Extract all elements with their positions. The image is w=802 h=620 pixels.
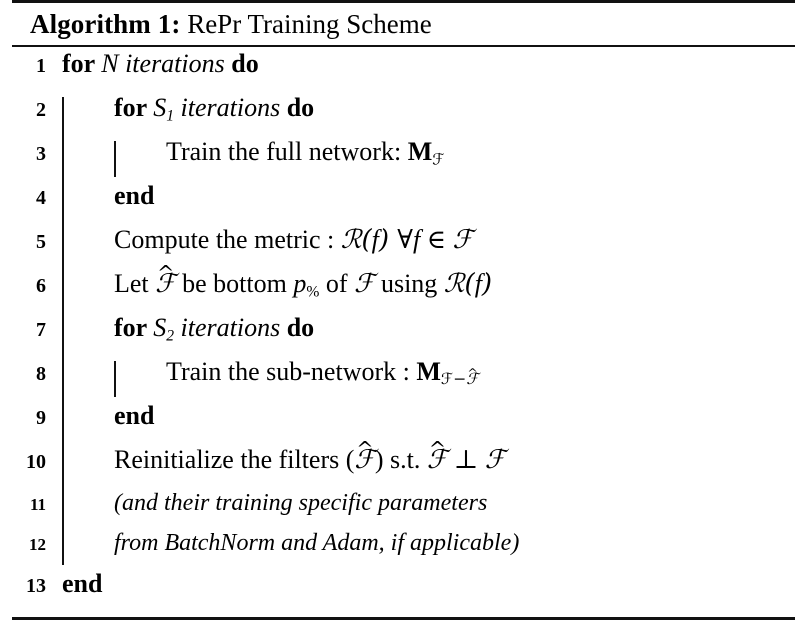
algorithm-line: 5 Compute the metric : ℛ(f) ∀f ∈ ℱ: [12, 227, 796, 271]
algorithm-line: 4 end: [12, 183, 796, 227]
algorithm-line: 12 from BatchNorm and Adam, if applicable…: [12, 531, 796, 571]
algorithm-line: 11 (and their training specific parameter…: [12, 491, 796, 531]
line-number: 2: [36, 99, 46, 121]
top-rule: [12, 0, 795, 3]
line-content: for S2 iterations do: [114, 313, 315, 345]
caption-rule: [12, 45, 795, 47]
line-number: 9: [36, 407, 46, 429]
line-content: end: [114, 401, 155, 430]
algorithm-line: 9 end: [12, 403, 796, 447]
algorithm-line: 8 Train the sub-network : Mℱ−ℱ^: [12, 359, 796, 403]
line-number: 13: [26, 575, 46, 597]
line-content: (and their training specific parameters: [114, 490, 488, 516]
line-content: from BatchNorm and Adam, if applicable): [114, 530, 520, 556]
line-number: 6: [36, 275, 46, 297]
algorithm-line: 2 for S1 iterations do: [12, 95, 796, 139]
algorithm-caption: Algorithm 1: RePr Training Scheme: [12, 3, 796, 45]
caption-label: Algorithm 1:: [30, 8, 181, 39]
caption-title: RePr Training Scheme: [180, 8, 432, 39]
line-content: end: [62, 569, 103, 598]
line-number: 3: [36, 143, 46, 165]
line-content: for N iterations do: [62, 49, 259, 78]
indent-guide-inner-2: [114, 361, 116, 397]
hatted-symbol: ℱ^: [466, 365, 479, 389]
algorithm-line: 6 Let ℱ^ be bottom p% of ℱ using ℛ(f): [12, 260, 796, 315]
line-content: Train the full network: Mℱ: [166, 137, 445, 169]
line-number: 7: [36, 319, 46, 341]
line-content: Train the sub-network : Mℱ−ℱ^: [166, 357, 479, 389]
line-number: 12: [29, 535, 46, 554]
indent-guide-outer: [62, 97, 64, 565]
algorithm-line: 13 end: [12, 571, 796, 615]
line-number: 11: [29, 495, 46, 514]
line-number: 8: [36, 363, 46, 385]
line-number: 1: [36, 55, 46, 77]
algorithm-line: 7 for S2 iterations do: [12, 315, 796, 359]
hatted-symbol: ℱ^: [354, 436, 375, 475]
line-number: 4: [36, 187, 46, 209]
line-number: 10: [26, 451, 46, 473]
hatted-symbol: ℱ^: [426, 436, 448, 475]
algorithm-line: 10 Reinitialize the filters (ℱ^) s.t. ℱ^ …: [12, 436, 796, 491]
algorithm-lines: 1 for N iterations do 2 for S1 iterations d…: [12, 47, 796, 615]
algorithm-line: 1 for N iterations do: [12, 51, 796, 95]
line-number: 5: [36, 231, 46, 253]
line-content: Compute the metric : ℛ(f) ∀f ∈ ℱ: [114, 225, 473, 255]
algorithm-line: 3 Train the full network: Mℱ: [12, 139, 796, 183]
line-content: Let ℱ^ be bottom p% of ℱ using ℛ(f): [114, 260, 493, 301]
line-content: end: [114, 181, 155, 210]
hatted-symbol: ℱ^: [155, 260, 176, 299]
line-content: for S1 iterations do: [114, 93, 315, 125]
line-content: Reinitialize the filters (ℱ^) s.t. ℱ^ ⊥ …: [114, 436, 506, 475]
indent-guide-inner-1: [114, 141, 116, 177]
